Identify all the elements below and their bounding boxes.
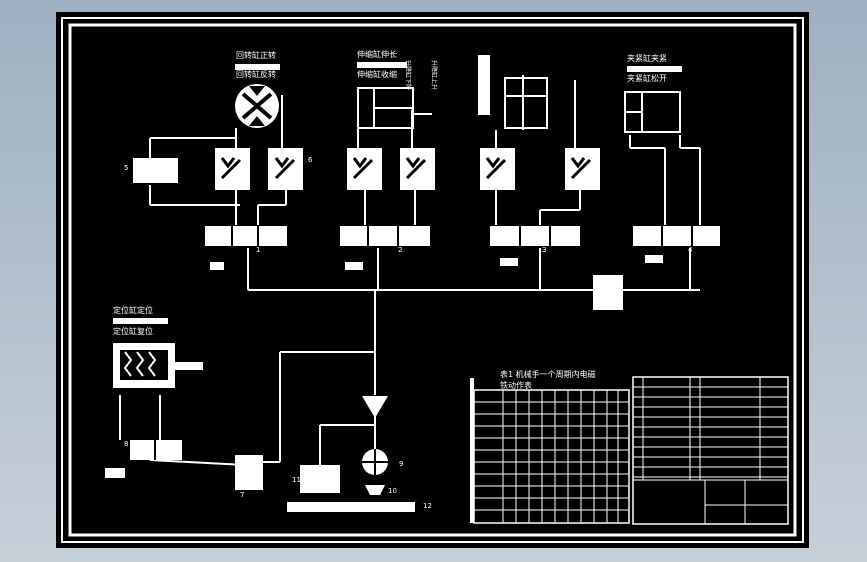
- label-4: 4: [688, 246, 693, 254]
- rotary-reverse-label: 回转缸反转: [236, 69, 276, 79]
- extend-label: 伸缩缸伸长: [357, 49, 397, 59]
- locate-cylinder: [113, 343, 203, 388]
- label-9: 9: [399, 460, 403, 468]
- label-6: 6: [308, 156, 313, 164]
- lift-cylinder: [504, 77, 548, 129]
- sheet-inner-border: [68, 23, 797, 537]
- extend-cylinder: [357, 87, 414, 129]
- pump-icon: [362, 396, 388, 418]
- tank-icon: [105, 255, 663, 523]
- label-2: 2: [398, 246, 402, 254]
- label-7: 7: [240, 491, 244, 499]
- label-11: 11: [292, 476, 301, 484]
- title-block: [632, 376, 789, 525]
- label-5: 5: [124, 164, 128, 172]
- lift-up-label: 升降缸上升: [430, 60, 438, 90]
- table-title: 表1 机械手一个周期内电磁: [500, 369, 596, 379]
- release-label: 夹紧缸松开: [627, 73, 667, 83]
- label-10: 10: [388, 487, 397, 495]
- solenoid-action-table: [473, 389, 630, 524]
- reset-label: 定位缸复位: [113, 326, 153, 336]
- label-8: 8: [124, 440, 128, 448]
- sheet-border: [61, 17, 804, 543]
- retract-label: 伸缩缸收缩: [357, 69, 397, 79]
- locate-label: 定位缸定位: [113, 305, 153, 315]
- label-12: 12: [423, 502, 432, 510]
- rotary-forward-label: 回转缸正转: [236, 50, 276, 60]
- lift-down-label: 升降缸下降: [404, 60, 412, 90]
- label-3: 3: [542, 246, 546, 254]
- reservoir: [287, 502, 415, 512]
- label-1: 1: [256, 246, 260, 254]
- clamp-cylinder: [624, 91, 681, 133]
- table-subtitle: 铁动作表: [500, 380, 532, 390]
- clamp-label: 夹紧缸夹紧: [627, 53, 667, 63]
- sheet-border-outer: [56, 12, 809, 548]
